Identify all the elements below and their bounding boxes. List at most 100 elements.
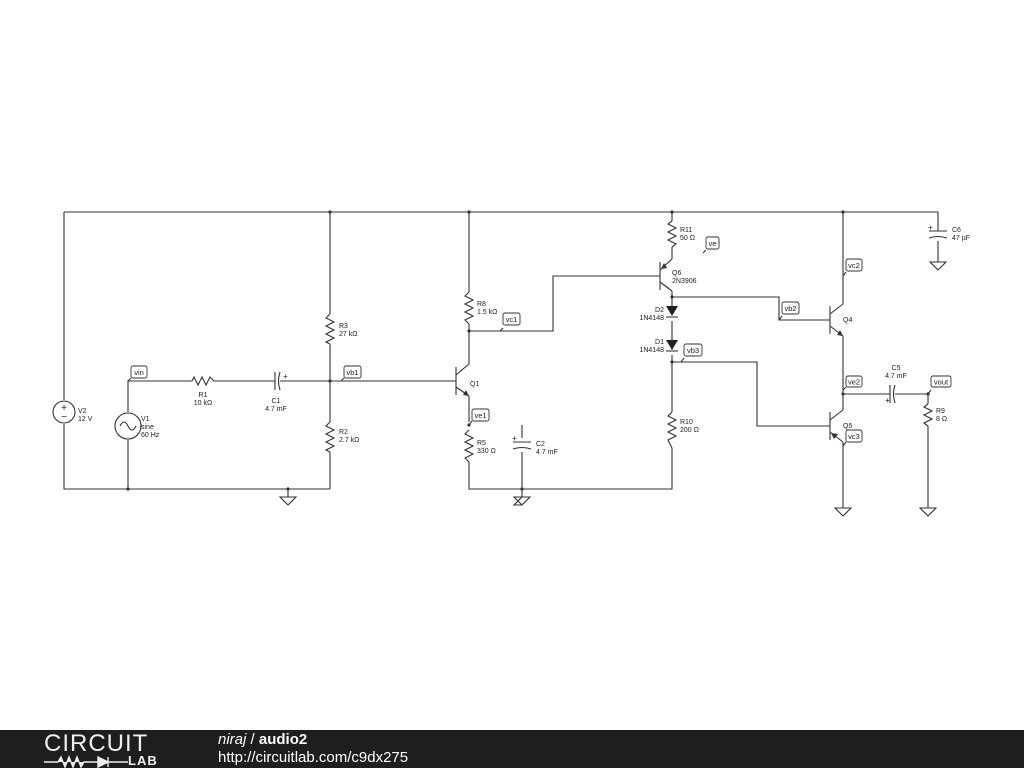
circuit-name[interactable]: audio2 [258,731,308,748]
capacitor-c6[interactable]: + C6 47 µF [928,223,970,242]
capacitor-c1[interactable]: + C1 4.7 mF [265,371,288,413]
net-flag-vc1[interactable]: vc1 [499,312,521,332]
c5-label: C5 [892,365,901,372]
net-flag-ve[interactable]: ve [702,236,720,254]
diode-d2[interactable]: D2 1N4148 [639,306,678,322]
author-name[interactable]: niraj [218,731,247,748]
d2-value: 1N4148 [639,315,664,322]
r10-value: 200 Ω [680,427,699,434]
logo-text-circuit: CIRCUIT [44,730,149,757]
r8-value: 1.5 kΩ [477,309,497,316]
c5-value: 4.7 mF [885,373,907,380]
r8-label: R8 [477,301,486,308]
footer-bar: CIRCUIT LAB niraj / audio2 http://circui… [0,730,1024,768]
c6-label: C6 [952,227,961,234]
v2-label: V2 [78,408,87,415]
svg-text:vin: vin [134,368,144,377]
npn-transistor-q4[interactable]: Q4 [828,303,852,337]
c1-value: 4.7 mF [265,406,287,413]
circuit-url[interactable]: http://circuitlab.com/c9dx275 [218,749,409,766]
net-flag-vc3[interactable]: vc3 [842,429,863,447]
d1-value: 1N4148 [639,347,664,354]
net-flag-vc2[interactable]: vc2 [842,258,863,277]
ground-icon [833,507,853,517]
diode-d1[interactable]: D1 1N4148 [639,339,678,354]
npn-transistor-q1[interactable]: Q1 [453,363,479,397]
r3-value: 27 kΩ [339,331,357,338]
ac-source-v1[interactable]: V1 sine 60 Hz [114,412,160,440]
c2-label: C2 [536,441,545,448]
q4-label: Q4 [843,317,852,324]
net-flag-ve2[interactable]: ve2 [842,375,863,391]
r5-value: 330 Ω [477,448,496,455]
svg-text:+: + [512,434,517,443]
ground-icon [512,496,532,506]
ground-symbols [278,261,948,517]
net-flag-vout[interactable]: vout [927,375,952,395]
svg-text:−: − [61,412,67,423]
q6-value: 2N3906 [672,278,697,285]
c6-value: 47 µF [952,235,970,242]
circuitlab-logo[interactable]: CIRCUIT LAB [44,732,176,768]
net-flag-ve1[interactable]: ve1 [468,408,490,426]
ground-icon [278,489,298,506]
svg-text:vout: vout [934,378,949,387]
capacitor-c2[interactable]: + C2 4.7 mF [512,434,558,456]
c2-value: 4.7 mF [536,449,558,456]
ground-icon [928,261,948,271]
d2-label: D2 [655,307,664,314]
r5-label: R5 [477,440,486,447]
net-flag-vb2[interactable]: vb2 [778,301,800,321]
resistor-r10[interactable]: R10 200 Ω [666,411,699,449]
wire-vb3 [672,361,828,427]
r1-value: 10 kΩ [194,400,212,407]
r2-value: 2.7 kΩ [339,437,359,444]
resistor-r5[interactable]: R5 330 Ω [463,429,496,463]
resistor-diode-icon [44,755,128,768]
net-flag-vin[interactable]: vin [127,365,148,382]
wires [63,211,939,508]
r9-value: 8 Ω [936,416,947,423]
wire-vin [127,380,272,489]
v1-frequency: 60 Hz [141,432,160,439]
wire-vout [843,393,929,508]
resistor-r2[interactable]: R2 2.7 kΩ [324,421,359,453]
svg-text:+: + [928,223,933,232]
r9-label: R9 [936,408,945,415]
junctions [126,210,930,491]
c1-label: C1 [272,398,281,405]
net-flag-vb3[interactable]: vb3 [680,343,703,363]
resistor-r3[interactable]: R3 27 kΩ [324,313,357,345]
wire-vb2 [672,296,828,321]
ground-icon [918,507,938,517]
svg-text:vc3: vc3 [848,432,860,441]
circuit-title-line: niraj / audio2 [218,731,408,749]
svg-text:+: + [61,403,67,414]
svg-text:vb3: vb3 [687,346,699,355]
circuit-schematic: + − V2 12 V V1 sine 60 Hz R1 10 kΩ R3 27… [52,210,970,517]
r3-label: R3 [339,323,348,330]
resistor-r1[interactable]: R1 10 kΩ [191,375,215,407]
resistor-r8[interactable]: R8 1.5 kΩ [463,291,497,325]
pnp-transistor-q5[interactable]: Q5 [828,409,852,443]
capacitor-c5[interactable]: + C5 4.7 mF [885,365,907,405]
svg-text:ve: ve [709,239,717,248]
svg-text:vc1: vc1 [506,315,518,324]
r11-label: R11 [680,227,692,234]
resistor-r9[interactable]: R9 8 Ω [922,403,947,427]
pnp-transistor-q6[interactable]: Q6 2N3906 [657,258,697,292]
dc-source-v2[interactable]: + − V2 12 V [52,400,93,424]
svg-text:vb1: vb1 [346,368,358,377]
r10-label: R10 [680,419,693,426]
svg-text:vc2: vc2 [848,261,860,270]
net-flags: vin vb1 vc1 ve1 ve vb2 [127,236,952,447]
wire-vc1 [469,275,657,332]
net-flag-vb1[interactable]: vb1 [340,365,362,382]
q1-label: Q1 [470,381,479,388]
resistor-r11[interactable]: R11 50 Ω [666,220,695,248]
svg-text:vb2: vb2 [784,304,796,313]
svg-text:+: + [885,396,890,405]
svg-text:ve2: ve2 [848,378,860,387]
wire-stage1 [468,212,673,490]
svg-text:ve1: ve1 [474,411,486,420]
